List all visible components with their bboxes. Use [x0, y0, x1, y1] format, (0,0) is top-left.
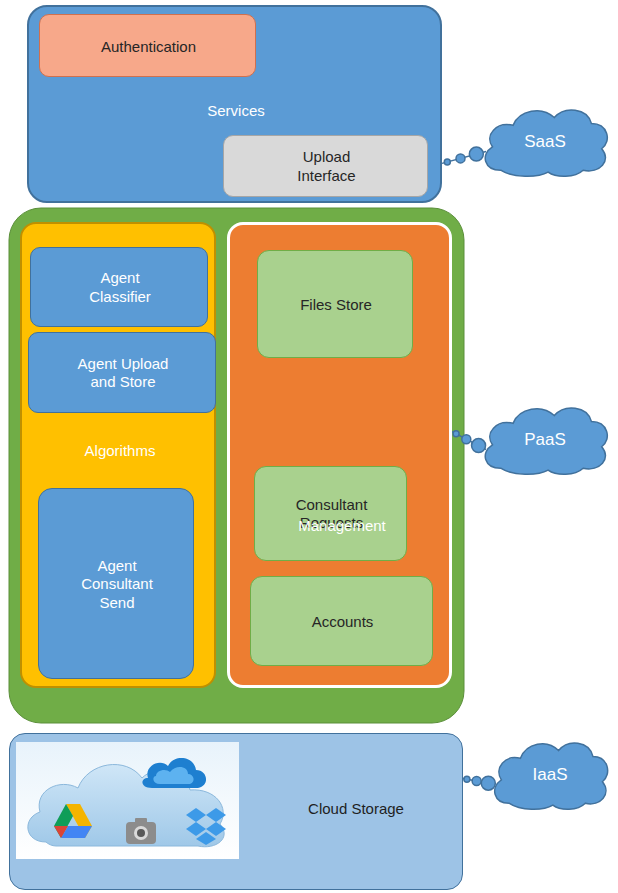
thought-bubble: [456, 154, 465, 163]
management-group: Files StoreConsultant RequestsAccounts Ma…: [227, 222, 452, 688]
service-box: Authentication: [39, 14, 256, 77]
thought-bubble: [472, 439, 486, 453]
agent-box: Agent Consultant Send: [38, 488, 194, 679]
group-title: Cloud Storage: [308, 800, 404, 819]
bubble-connector: [463, 776, 495, 790]
service-box: Upload Interface: [223, 135, 428, 197]
cloud-bubble: PaaS: [478, 398, 612, 476]
agent-box: Agent Classifier: [30, 247, 208, 327]
thought-bubble: [472, 777, 481, 786]
thought-bubble: [469, 147, 483, 161]
thought-bubble: [444, 159, 450, 165]
box-label: Files Store: [300, 296, 372, 315]
bubble-connector: [442, 147, 486, 165]
thought-bubble: [462, 435, 471, 444]
group-title: Services: [207, 102, 265, 121]
cloud-bubble: IaaS: [488, 733, 612, 811]
box-label: Agent Consultant Send: [79, 556, 155, 612]
cloud-storage-illustration: [16, 742, 239, 859]
bubble-connector: [452, 431, 486, 453]
management-box: Consultant Requests: [254, 466, 407, 561]
cloud-storage-layer: Cloud Storage: [9, 733, 463, 890]
thought-bubble: [453, 431, 459, 437]
cloud-label: IaaS: [533, 764, 568, 785]
group-title: Management: [298, 517, 386, 536]
thought-bubble: [481, 776, 495, 790]
agent-box: Agent Upload and Store: [28, 332, 216, 413]
box-label: Upload Interface: [276, 148, 377, 186]
services-layer: AuthenticationUpload Interface Services: [27, 5, 442, 203]
algorithms-group: Agent ClassifierAgent Upload and StoreAg…: [20, 222, 216, 688]
cloud-bubble: SaaS: [478, 100, 612, 178]
cloud-label: SaaS: [524, 131, 566, 152]
platform-panel: [9, 208, 464, 723]
thought-bubble: [464, 776, 470, 782]
management-box: Files Store: [257, 250, 413, 358]
management-box: Accounts: [250, 576, 433, 666]
group-title: Algorithms: [85, 442, 156, 461]
box-label: Agent Upload and Store: [77, 355, 169, 393]
cloud-label: PaaS: [524, 429, 566, 450]
box-label: Agent Classifier: [77, 269, 164, 307]
box-label: Accounts: [312, 613, 374, 632]
box-label: Authentication: [101, 37, 196, 56]
